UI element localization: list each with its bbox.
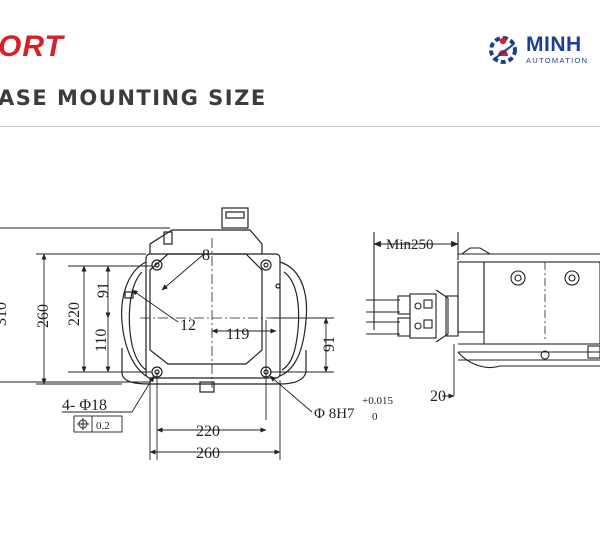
dim-bottom-220: 220 bbox=[196, 423, 220, 440]
dim-label-8: 8 bbox=[202, 247, 210, 264]
base-side-view bbox=[366, 232, 600, 369]
dim-height-220: 220 bbox=[66, 302, 83, 326]
dim-fit: Φ 8H7 bbox=[314, 406, 355, 422]
dim-fit-lower: 0 bbox=[372, 411, 378, 423]
section-title: ASE MOUNTING SIZE bbox=[0, 86, 267, 110]
dim-holes: 4- Φ18 bbox=[62, 397, 107, 414]
dim-right-91: 91 bbox=[321, 336, 338, 352]
page-title: ORT bbox=[0, 30, 64, 63]
gear-person-icon bbox=[489, 36, 517, 64]
dim-min-length: Min250 bbox=[386, 237, 434, 253]
dim-width-119: 119 bbox=[226, 326, 249, 343]
brand-tagline: AUTOMATION bbox=[526, 56, 589, 65]
vertical-dimensions bbox=[0, 227, 170, 385]
dim-tolerance: 0.2 bbox=[96, 420, 110, 432]
dim-bottom-260: 260 bbox=[196, 445, 220, 462]
mounting-drawing: 310 260 220 91 110 8 12 119 91 220 260 bbox=[0, 207, 600, 462]
dim-label-12: 12 bbox=[180, 317, 196, 334]
dim-height-260: 260 bbox=[35, 304, 52, 328]
brand-logo: MINH AUTOMATION bbox=[486, 30, 600, 72]
dim-height-91: 91 bbox=[95, 282, 112, 298]
dim-height-outer: 310 bbox=[0, 302, 10, 326]
dim-fit-upper: +0.015 bbox=[362, 395, 393, 407]
base-top-view bbox=[121, 207, 308, 393]
dim-offset-20: 20 bbox=[430, 388, 446, 405]
header-divider bbox=[0, 126, 600, 127]
brand-name: MINH bbox=[526, 33, 582, 56]
dim-height-110: 110 bbox=[93, 329, 110, 352]
